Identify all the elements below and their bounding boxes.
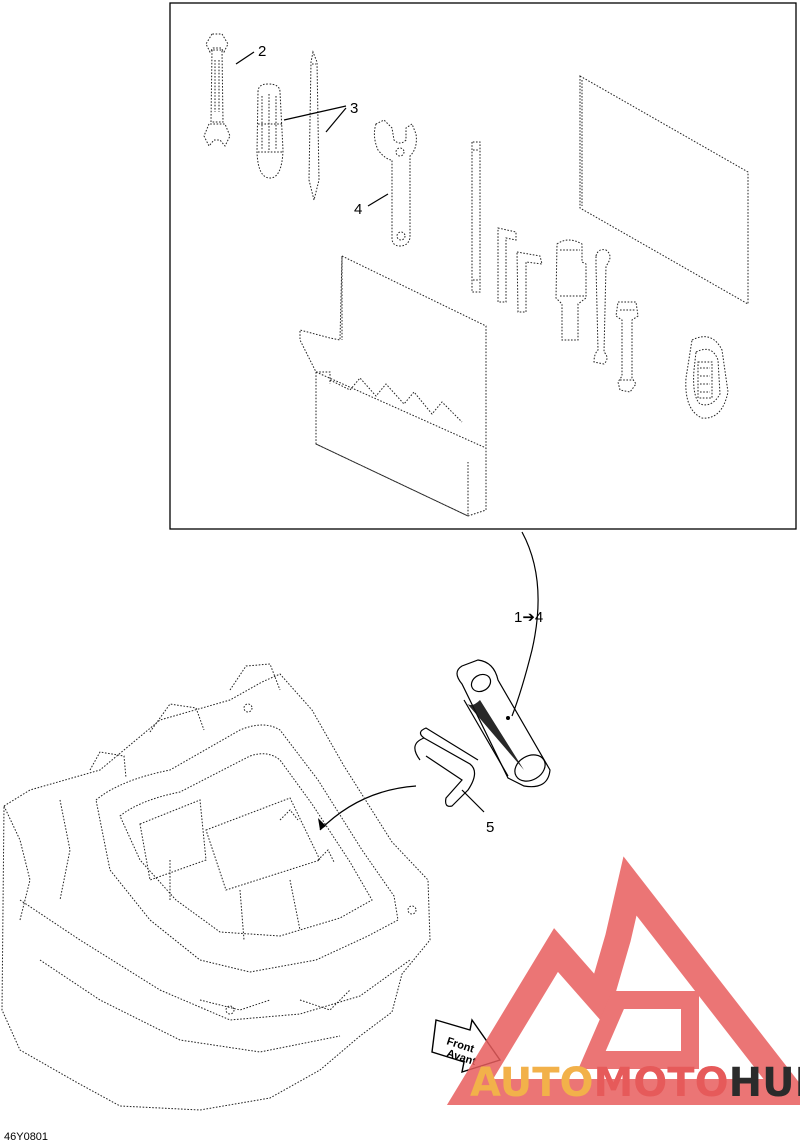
- callout-5: 5: [486, 819, 494, 836]
- figure-code: 46Y0801: [4, 1131, 48, 1143]
- watermark-moto: MOTO: [594, 1060, 729, 1106]
- automotohub-logo-icon: [446, 856, 800, 1105]
- watermark-auto: AUTO: [470, 1060, 594, 1106]
- watermark-hub: HUB: [729, 1060, 800, 1106]
- hex-extension-icon: [471, 141, 481, 293]
- allen-key-large-icon: [497, 227, 517, 303]
- callout-4: 4: [354, 201, 362, 218]
- callout-1-to-4: 1➔4: [514, 609, 543, 626]
- spark-plug-socket-icon: [555, 239, 587, 341]
- storage-compartment-icon: [1, 663, 431, 1111]
- retaining-clip-icon: [414, 727, 479, 807]
- cap-assembly-icon: [685, 336, 729, 419]
- watermark-text: AUTOMOTOHUB: [470, 1060, 800, 1106]
- open-end-wrench-icon: [203, 33, 231, 147]
- allen-key-small-icon: [516, 251, 543, 313]
- small-wrench-icon: [593, 249, 611, 365]
- tool-kit-inset-frame: [169, 2, 797, 530]
- spanner-wrench-icon: [373, 119, 417, 247]
- callout-2: 2: [258, 43, 266, 60]
- screwdriver-icon: [256, 50, 320, 201]
- tool-pouch-icon: [299, 255, 487, 517]
- tool-bag-icon: [456, 659, 551, 788]
- socket-extension-icon: [615, 301, 639, 393]
- owners-manual-icon: [579, 75, 749, 305]
- callout-3: 3: [350, 100, 358, 117]
